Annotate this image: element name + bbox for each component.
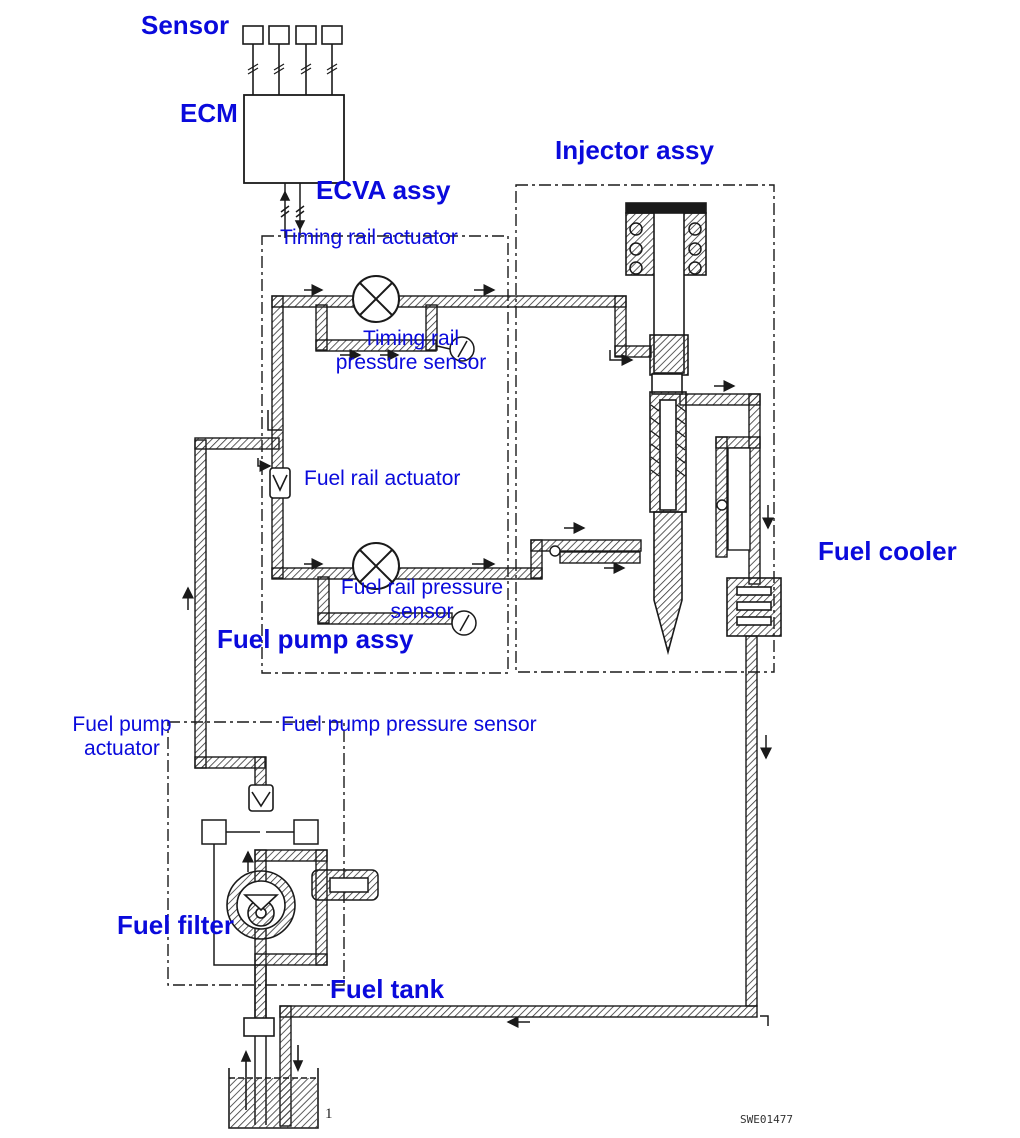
label-fuel-pump-actuator-line2: actuator	[84, 737, 160, 761]
fuel-rail-actuator-valve	[352, 542, 400, 590]
sensor-box-4	[321, 25, 343, 45]
label-injector-assy: Injector assy	[555, 135, 714, 165]
ecm-box	[243, 94, 345, 184]
gear-pump	[226, 870, 296, 940]
label-fuel-rail-pressure-sensor-line2: sensor	[390, 600, 454, 624]
fuel-pump-sensors	[201, 819, 319, 966]
label-fuel-cooler: Fuel cooler	[818, 536, 957, 566]
label-timing-rail-pressure-sensor-line2: pressure sensor	[335, 351, 487, 375]
label-fuel-filter: Fuel filter	[117, 910, 235, 940]
pump-boundary	[167, 721, 345, 986]
label-fuel-rail-pressure-sensor-line1: Fuel rail pressure	[340, 576, 504, 599]
label-fuel-rail-pressure-sensor: Fuel rail pressure sensor	[316, 576, 528, 624]
label-timing-rail-pressure-sensor: Timing rail pressure sensor	[318, 327, 504, 375]
ecm-ecva-wires	[279, 183, 306, 238]
label-fuel-pump-pressure-sensor: Fuel pump pressure sensor	[281, 713, 537, 736]
sensor-group	[242, 25, 343, 95]
label-fuel-pump-actuator-line1: Fuel pump	[72, 713, 172, 736]
fuel-tank	[228, 1045, 319, 1129]
assembly-boundaries	[167, 184, 775, 986]
fuel-rail-check-valve	[269, 467, 291, 499]
injector-boundary	[515, 184, 775, 673]
tank-mark-number: 1	[325, 1106, 333, 1122]
label-fuel-rail-actuator: Fuel rail actuator	[304, 467, 461, 490]
flow-arrows	[182, 284, 774, 1028]
sensor-box-1	[242, 25, 264, 45]
injector	[625, 202, 707, 656]
fuel-rail-pressure-gauge	[451, 610, 477, 636]
label-sensor: Sensor	[141, 10, 230, 40]
label-fuel-pump-actuator: Fuel pump actuator	[54, 713, 190, 761]
label-fuel-pump-assy: Fuel pump assy	[217, 624, 414, 654]
tank-strainer	[243, 1017, 275, 1037]
timing-rail-pressure-gauge	[436, 336, 475, 362]
fuel-passages	[194, 295, 761, 1127]
ecva-boundary	[261, 235, 509, 674]
fuel-pump-actuator-valve	[248, 784, 274, 812]
label-ecm: ECM	[180, 98, 238, 128]
label-timing-rail-actuator: Timing rail actuator	[280, 226, 458, 249]
fuel-filter-element	[311, 869, 379, 901]
timing-rail-actuator-valve	[352, 275, 400, 323]
fuel-cooler	[726, 577, 782, 637]
sensor-box-2	[268, 25, 290, 45]
label-ecva-assy: ECVA assy	[316, 175, 451, 205]
injector-check-valves	[549, 447, 751, 557]
sensor-box-3	[295, 25, 317, 45]
label-timing-rail-pressure-sensor-line1: Timing rail	[362, 327, 460, 350]
label-fuel-tank: Fuel tank	[330, 974, 445, 1004]
figure-code: SWE01477	[740, 1113, 793, 1126]
